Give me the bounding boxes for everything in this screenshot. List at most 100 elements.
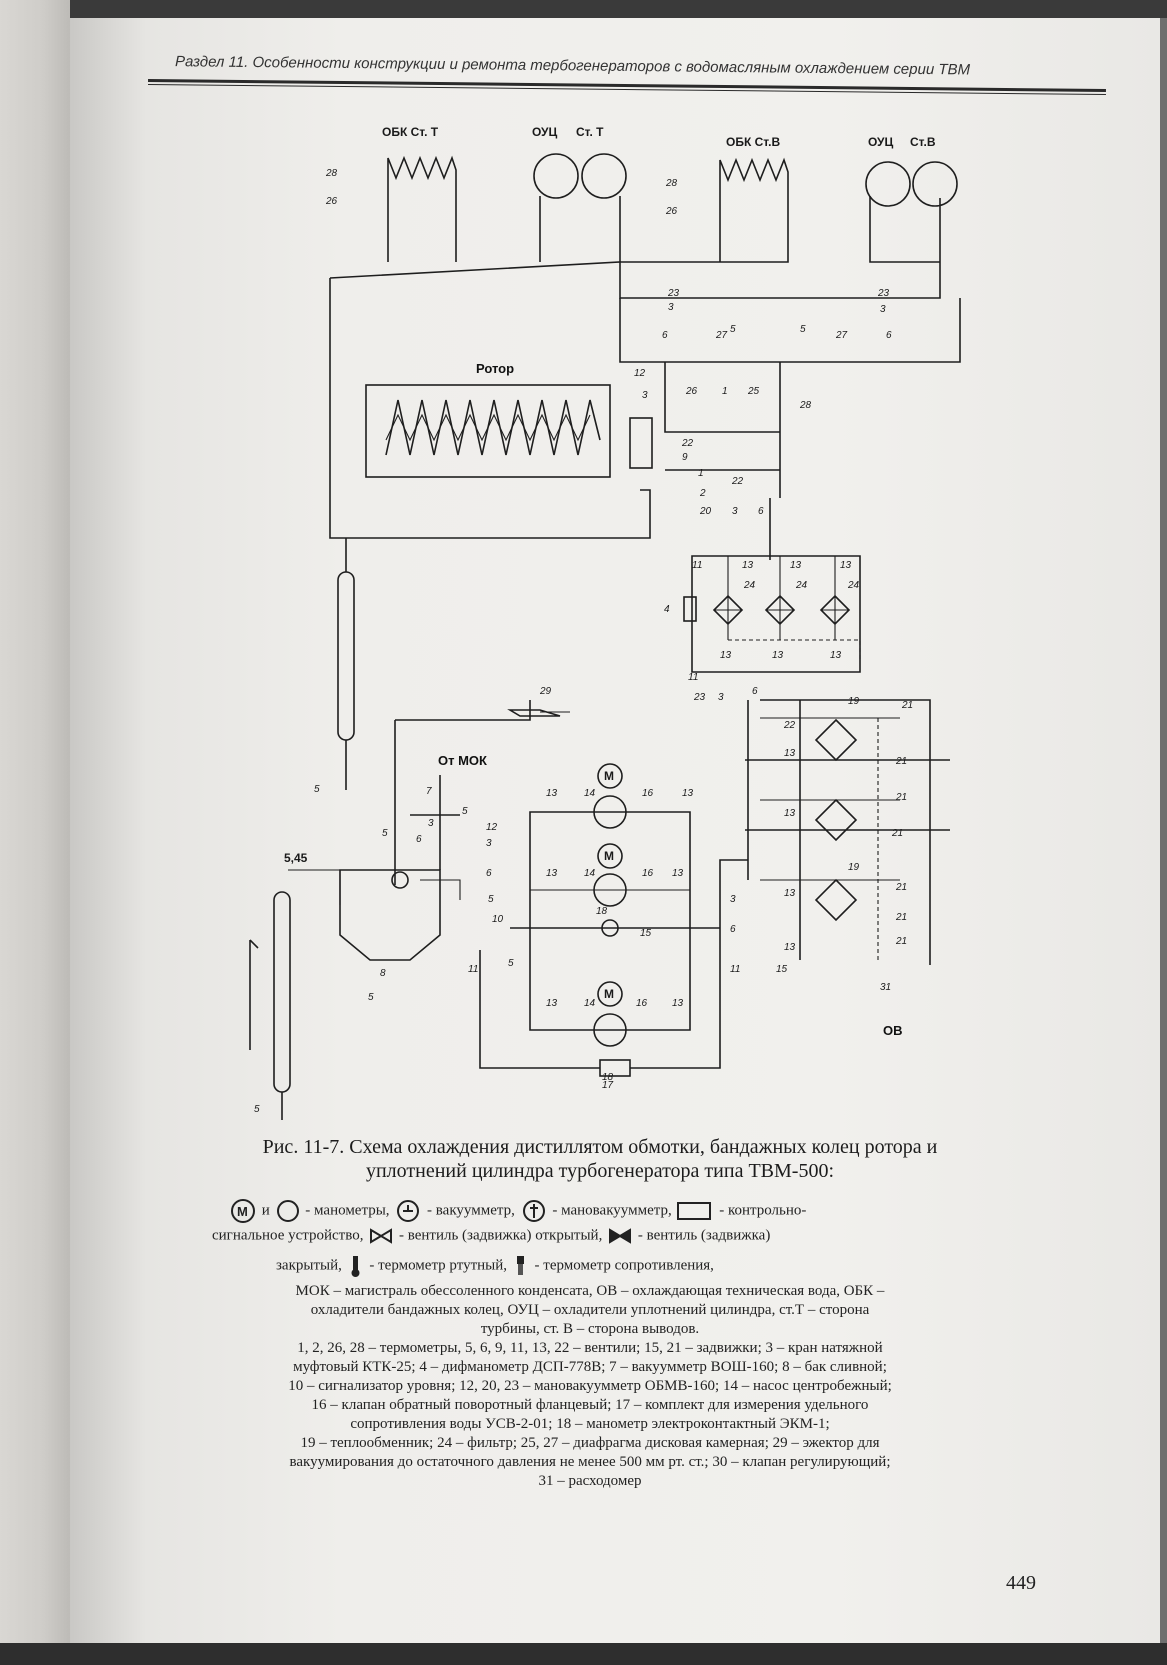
item-number-label: 3 (486, 838, 492, 849)
note-line: 10 – сигнализатор уровня; 12, 20, 23 – м… (288, 1378, 892, 1394)
item-number-label: 13 (672, 998, 684, 1009)
item-number-label: 5 (382, 828, 388, 839)
item-number-label: 14 (584, 788, 596, 799)
item-number-label: 14 (584, 998, 596, 1009)
item-number-label: 13 (682, 788, 694, 799)
filter-24-a (712, 594, 744, 626)
item-number-label: 5 (488, 894, 494, 905)
item-number-label: 3 (718, 692, 724, 703)
rotor-winding-top (385, 399, 601, 456)
item-number-label: 3 (732, 506, 738, 517)
item-number-label: 13 (790, 560, 802, 571)
obk-v-label: ОБК Ст.В (726, 135, 780, 149)
obk-t-label: ОБК Ст. Т (382, 125, 439, 139)
caption-title-line-1: Рис. 11-7. Схема охлаждения дистиллятом … (262, 1136, 938, 1158)
legend-and: и (261, 1202, 270, 1219)
rotor-label: Ротор (476, 361, 514, 376)
legend-valve-open: - вентиль (задвижка) открытый, (398, 1227, 603, 1244)
heat-exchanger-19-b (814, 798, 858, 842)
item-number-label: 24 (847, 580, 860, 591)
item-number-label: 24 (743, 580, 756, 591)
item-number-label: 8 (380, 968, 386, 979)
item-number-label: 25 (747, 386, 760, 397)
item-number-label: 18 (602, 1072, 614, 1083)
item-number-label: 26 (665, 206, 678, 217)
item-number-label: 5 (462, 806, 468, 817)
legend-manometers: - манометры, (305, 1202, 390, 1219)
legend-vacuummeter: - вакуумметр, (427, 1202, 515, 1219)
legend-thermo-mercury: - термометр ртутный, (369, 1257, 508, 1274)
item-number-label: 6 (416, 834, 422, 845)
pipe-545-label: 5,45 (284, 851, 308, 865)
item-number-label: 15 (640, 928, 652, 939)
valve-closed-icon (609, 1228, 632, 1244)
rotor-coupling (629, 417, 653, 469)
item-number-label: 6 (886, 330, 892, 341)
item-number-label: 27 (715, 330, 728, 341)
ouc-t-label: ОУЦ (532, 125, 558, 139)
item-number-label: 13 (720, 650, 732, 661)
item-number-label: 3 (428, 818, 434, 829)
page-number: 449 (1006, 1572, 1036, 1594)
item-number-label: 22 (681, 438, 694, 449)
item-number-label: 23 (693, 692, 706, 703)
item-number-label: 22 (783, 720, 796, 731)
from-mok-label: От МОК (438, 753, 487, 768)
item-number-label: 13 (784, 942, 796, 953)
item-number-label: 27 (835, 330, 848, 341)
item-number-label: 31 (880, 982, 891, 993)
obk-t-coil (387, 155, 457, 188)
item-number-label: 2 (699, 488, 706, 499)
top-coolers: ОБК Ст. Т ОУЦ Ст. Т ОБК Ст.В ОУЦ Ст.В (382, 125, 958, 220)
ouc-t-cooler-1 (533, 153, 579, 199)
item-number-label: 28 (665, 178, 678, 189)
filter-24-b (764, 594, 796, 626)
standpipe-upper (337, 571, 355, 741)
item-number-label: 22 (731, 476, 744, 487)
ouc-v-cooler-2 (912, 161, 958, 207)
item-number-label: 28 (799, 400, 812, 411)
item-number-label: 17 (602, 1080, 614, 1091)
item-number-label: 16 (642, 868, 654, 879)
item-number-label: 13 (784, 748, 796, 759)
resistance-thermometer-icon (516, 1256, 524, 1275)
item-numbers: 28 26 28 26 23 3 6 27 5 5 27 6 3 23 12 3… (254, 168, 913, 1115)
item-number-label: 13 (742, 560, 754, 571)
note-line: 19 – теплообменник; 24 – фильтр; 25, 27 … (300, 1435, 880, 1451)
item-number-label: 19 (848, 862, 860, 873)
item-number-label: 7 (426, 786, 432, 797)
control-device-icon (677, 1202, 712, 1220)
ouc-t-side-label: Ст. Т (576, 125, 604, 139)
item-number-label: 5 (314, 784, 320, 795)
item-number-label: 28 (325, 168, 338, 179)
note-line: 1, 2, 26, 28 – термометры, 5, 6, 9, 11, … (297, 1340, 883, 1356)
item-number-label: 14 (584, 868, 596, 879)
item-number-label: 23 (877, 288, 890, 299)
item-number-label: 13 (546, 868, 558, 879)
note-line: 31 – расходомер (538, 1473, 642, 1489)
ouc-v-side-label: Ст.В (910, 135, 936, 149)
mercury-thermometer-icon (351, 1256, 360, 1277)
ouc-v-cooler-1 (865, 161, 911, 207)
item-number-label: 13 (772, 650, 784, 661)
figure-caption: Рис. 11-7. Схема охлаждения дистиллятом … (180, 1135, 1020, 1183)
item-number-label: 21 (895, 912, 907, 923)
book-spine-shadow (0, 0, 70, 1665)
item-number-label: 10 (492, 914, 504, 925)
ov-label: ОВ (883, 1023, 903, 1038)
item-number-label: 6 (758, 506, 764, 517)
item-number-label: 3 (880, 304, 886, 315)
item-number-label: 11 (688, 672, 698, 683)
note-line: МОК – магистраль обессоленного конденсат… (295, 1283, 885, 1299)
item-number-label: 29 (539, 686, 552, 697)
item-number-label: 15 (776, 964, 788, 975)
item-number-label: 6 (486, 868, 492, 879)
item-number-label: 13 (784, 888, 796, 899)
item-number-label: 26 (685, 386, 698, 397)
scan-bottom-edge (0, 1643, 1167, 1665)
item-number-label: 5 (254, 1104, 260, 1115)
item-number-label: 12 (634, 368, 646, 379)
note-line: охладители бандажных колец, ОУЦ – охлади… (310, 1302, 870, 1318)
item-number-label: 16 (642, 788, 654, 799)
note-line: 16 – клапан обратный поворотный фланцевы… (311, 1397, 869, 1413)
